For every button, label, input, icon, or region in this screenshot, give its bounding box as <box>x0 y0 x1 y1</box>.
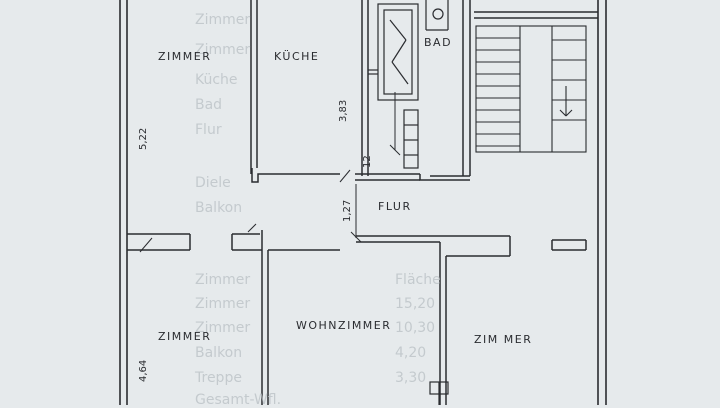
flur-top-wall <box>251 168 470 183</box>
outer-right-wall <box>597 0 607 405</box>
ghost-value: 10,30 <box>395 320 436 336</box>
dimension-left-top: 5,22 <box>138 127 149 150</box>
ghost-value: 15,20 <box>395 296 436 312</box>
ghost-line: Balkon <box>195 345 243 361</box>
ghost-line: Bad <box>195 97 223 113</box>
ghost-line: Flur <box>195 122 222 138</box>
wall-zimmer-kueche <box>250 0 258 174</box>
room-label-zimmer-top: ZIMMER <box>158 50 212 63</box>
wall-flur-lower <box>127 230 587 405</box>
ghost-line: Diele <box>195 175 231 191</box>
kitchen-stubs <box>368 69 378 75</box>
ghost-line: Zimmer <box>195 320 251 336</box>
room-label-kueche: KÜCHE <box>274 50 320 63</box>
outer-left-wall <box>119 0 128 405</box>
room-label-flur: FLUR <box>378 200 412 213</box>
top-right-edge <box>474 11 598 19</box>
dimension-left-bottom: 4,64 <box>138 359 149 382</box>
staircase <box>475 25 587 153</box>
wall-bad-stair <box>462 0 471 176</box>
ghost-line: Balkon <box>195 200 243 216</box>
room-label-wohnzimmer: WOHNZIMMER <box>296 319 392 332</box>
ghost-line: Zimmer <box>195 12 251 28</box>
flur-door-swing <box>339 169 351 183</box>
wall-kueche-bad <box>361 0 369 176</box>
ghost-value: 4,20 <box>395 345 427 361</box>
bathroom-fixtures <box>377 0 449 169</box>
dimension-ticks <box>389 92 401 156</box>
ghost-line: Küche <box>195 72 238 88</box>
ghost-value: 3,30 <box>395 370 427 386</box>
dimension-flur-height: 1,27 <box>342 199 353 222</box>
ghost-line: Zimmer <box>195 42 251 58</box>
ghost-line: Zimmer <box>195 272 251 288</box>
ghost-line: Gesamt-Wfl. <box>195 392 282 408</box>
flur-dimension-line <box>350 184 362 243</box>
door-swing-left <box>139 237 153 253</box>
door-swing-mid <box>247 223 257 233</box>
room-label-bad: BAD <box>424 36 453 49</box>
lower-door-marks <box>429 381 449 405</box>
room-label-zimmer-bottom-left: ZIMMER <box>158 330 212 343</box>
ghost-value: Fläche <box>395 272 441 288</box>
dimension-small: 12 <box>362 155 373 168</box>
ghost-line: Zimmer <box>195 296 251 312</box>
ghost-line: Treppe <box>195 370 242 386</box>
room-label-zimmer-bottom-right: ZIM MER <box>474 333 533 346</box>
dimension-kitchen-right: 3,83 <box>338 99 349 122</box>
